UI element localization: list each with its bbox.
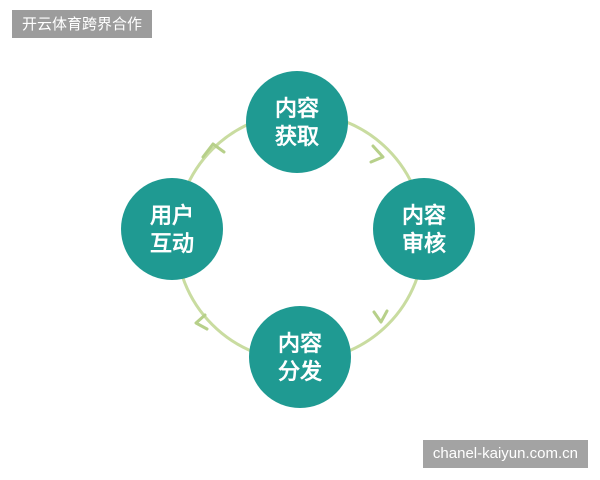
- node-content-distribution: 内容 分发: [249, 306, 351, 408]
- node-content-acquisition: 内容 获取: [246, 71, 348, 173]
- node-label-line2: 审核: [402, 231, 446, 257]
- node-content-review: 内容 审核: [373, 178, 475, 280]
- footer-url-badge: chanel-kaiyun.com.cn: [422, 440, 588, 468]
- arrow-top-left-icon: [201, 142, 226, 159]
- node-label-line2: 分发: [278, 359, 323, 385]
- node-label-line1: 内容: [278, 331, 322, 357]
- node-label-line2: 获取: [275, 125, 319, 150]
- node-label-line2: 互动: [150, 232, 194, 257]
- node-circle: [121, 178, 223, 280]
- arrow-top-right-icon: [369, 144, 385, 164]
- node-label-line1: 内容: [402, 203, 446, 229]
- node-label-line1: 用户: [150, 203, 194, 229]
- node-circle: [373, 178, 475, 280]
- node-circle: [246, 71, 348, 173]
- header-title-badge: 开云体育跨界合作: [12, 10, 153, 38]
- node-label-line1: 内容: [275, 96, 319, 122]
- node-user-interaction: 用户 互动: [121, 178, 223, 280]
- arrow-bottom-right-icon: [372, 309, 389, 324]
- arrow-bottom-left-icon: [194, 313, 209, 331]
- node-circle: [249, 306, 351, 408]
